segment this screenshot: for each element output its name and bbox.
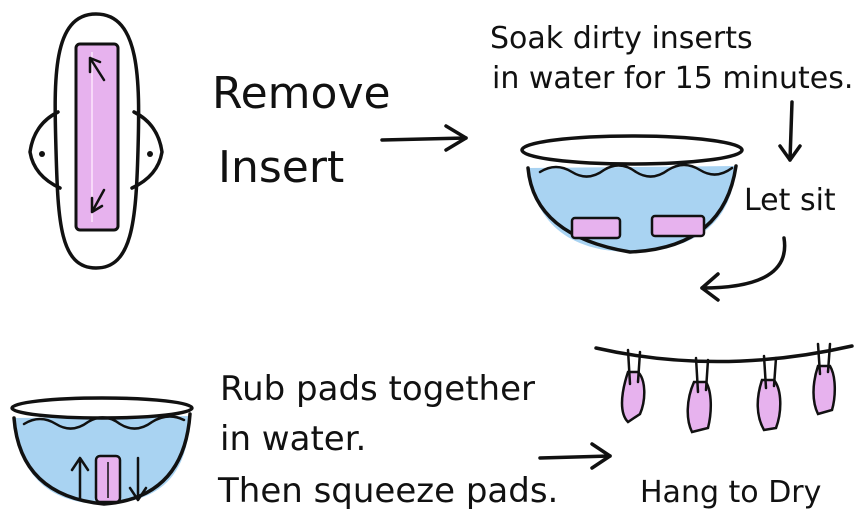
sit-label: Let sit [744, 183, 836, 218]
clothesline-icon [596, 344, 852, 432]
arrow-icon [780, 102, 800, 160]
rub-label-line2: in water. [220, 419, 366, 459]
remove-label-line2: Insert [218, 142, 344, 193]
pad-icon [30, 14, 162, 268]
remove-label-line1: Remove [212, 68, 391, 119]
rub-label-line1: Rub pads together [220, 369, 535, 409]
soak-label-line1: Soak dirty inserts [490, 21, 753, 56]
hang-label: Hang to Dry [640, 475, 821, 510]
bowl-icon [522, 136, 742, 252]
arrow-icon [540, 444, 610, 468]
rub-label-line3: Then squeeze pads. [217, 471, 558, 511]
arrow-icon [702, 238, 785, 300]
arrow-icon [382, 126, 466, 150]
bowl-icon [12, 398, 192, 504]
soak-label-line2: in water for 15 minutes. [492, 61, 853, 96]
